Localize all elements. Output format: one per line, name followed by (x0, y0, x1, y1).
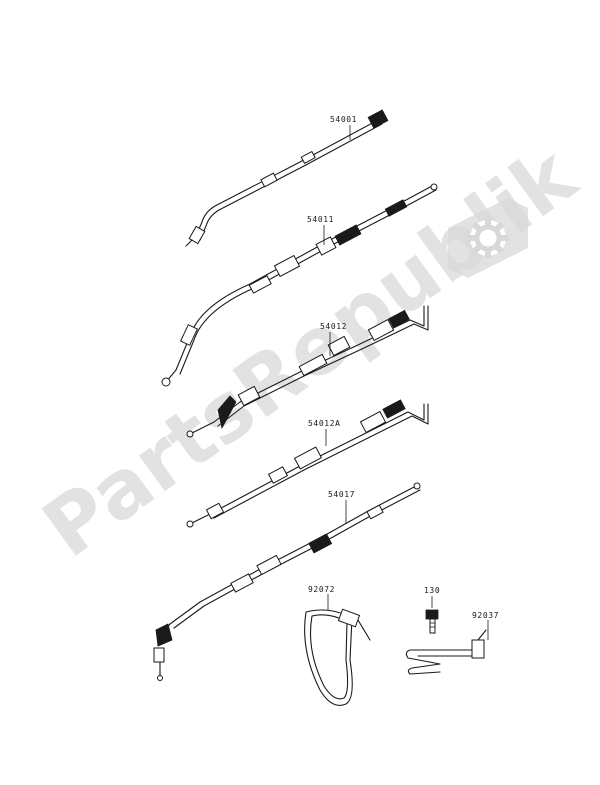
clamp-92037 (405, 629, 487, 675)
label-54012: 54012 (320, 322, 347, 331)
watermark-text: PartsRepublik (27, 128, 594, 575)
bolt-130 (425, 609, 439, 634)
choke-cable-54012A (186, 399, 429, 528)
label-54017: 54017 (328, 490, 355, 499)
gear-icon (448, 198, 528, 278)
throttle-cable-54001 (185, 109, 389, 247)
label-92072: 92072 (308, 585, 335, 594)
choke-cable-54012 (186, 305, 429, 438)
label-54012A: 54012A (308, 419, 341, 428)
watermark: PartsRepublik (27, 128, 594, 575)
label-54001: 54001 (330, 115, 357, 124)
throttle-cable-54011 (161, 183, 438, 387)
label-130: 130 (424, 586, 440, 595)
clutch-cable-54017 (153, 482, 421, 681)
band-92072 (304, 608, 371, 706)
label-54011: 54011 (307, 215, 334, 224)
label-92037: 92037 (472, 611, 499, 620)
